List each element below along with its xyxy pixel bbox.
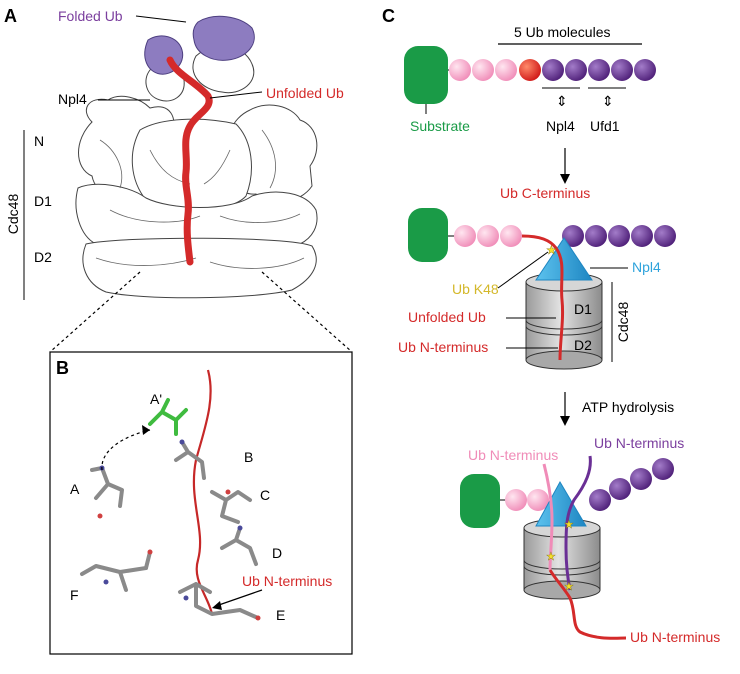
zoom-line-right <box>261 271 353 353</box>
unfolded-ub-mid-label: Unfolded Ub <box>408 309 486 325</box>
ub-chain-bottom-purple <box>589 458 674 511</box>
flip-arrow-head <box>142 425 150 435</box>
folded-ub-leader <box>135 15 187 23</box>
residue-b-label: B <box>244 449 253 465</box>
domain-d2-label: D2 <box>34 249 52 265</box>
ub-c-terminus-label: Ub C-terminus <box>500 185 590 201</box>
ub-n-terminus-bottom-label: Ub N-terminus <box>630 629 720 645</box>
unfolded-ub-mid <box>521 234 565 361</box>
residue-a-prime-label: A' <box>150 391 162 407</box>
k48-star-mid: ★ <box>546 243 557 257</box>
domain-n-label: N <box>34 133 44 149</box>
cdc48-cylinder-mid <box>525 272 603 370</box>
svg-text:★: ★ <box>546 550 556 563</box>
residue-f-label: F <box>70 587 79 603</box>
domain-d1-label: D1 <box>34 193 52 209</box>
cdc48-mid-label: Cdc48 <box>615 302 631 343</box>
ub-chain-bottom-pink <box>505 489 549 511</box>
residue-atoms-red <box>97 489 261 621</box>
npl4-top-label: Npl4 <box>546 118 575 134</box>
cdc48-d2-label: D2 <box>574 337 592 353</box>
substrate-top <box>404 46 448 104</box>
npl4-label: Npl4 <box>58 91 87 107</box>
ub-n-terminus-label-b: Ub N-terminus <box>242 573 332 589</box>
ub-n-terminus-mid-label: Ub N-terminus <box>398 339 488 355</box>
panel-a-letter: A <box>4 6 17 26</box>
panel-c-letter: C <box>382 6 395 26</box>
ub-n-terminus-arrow-head <box>212 601 222 610</box>
residue-a-label: A <box>70 481 80 497</box>
panel-b: B A' A B C D E F U <box>49 351 353 655</box>
panel-b-frame <box>49 351 353 655</box>
residue-d-label: D <box>272 545 282 561</box>
residue-a-prime <box>148 398 188 436</box>
ub-backbone <box>192 369 214 615</box>
ub-k48-label: Ub K48 <box>452 281 499 297</box>
purple-thread <box>564 455 592 591</box>
atp-hydrolysis-label: ATP hydrolysis <box>582 399 674 415</box>
unfolded-ub-label: Unfolded Ub <box>266 85 344 101</box>
substrate-mid <box>408 208 448 262</box>
panel-c: C 5 Ub molecules Substrate ⇕ ⇕ Npl4 Ufd1 <box>382 6 720 645</box>
panel-b-letter: B <box>56 358 69 378</box>
ufd1-double-arrow: ⇕ <box>602 94 614 110</box>
residue-e-label: E <box>276 607 285 623</box>
ub-n-terminus-arrow <box>215 589 263 607</box>
panel-a: A Fol <box>4 6 353 353</box>
ufd1-label: Ufd1 <box>590 118 620 134</box>
ub-n-terminus-pink-label: Ub N-terminus <box>468 447 558 463</box>
residue-c-label: C <box>260 487 270 503</box>
npl4-mid-label: Npl4 <box>632 259 661 275</box>
substrate-bottom <box>460 474 500 528</box>
ub-n-terminus-purple-label: Ub N-terminus <box>594 435 684 451</box>
folded-ub-label: Folded Ub <box>58 8 123 24</box>
five-ub-label: 5 Ub molecules <box>514 24 611 40</box>
pink-thread <box>542 463 554 571</box>
residue-atoms-blue <box>99 439 243 601</box>
red-thread-bottom <box>548 569 627 640</box>
step-arrow-1-head <box>560 174 570 184</box>
unfolded-ub-leader <box>209 91 263 99</box>
step-arrow-2-head <box>560 416 570 426</box>
svg-text:★: ★ <box>564 580 574 593</box>
substrate-label: Substrate <box>410 118 470 134</box>
npl4-triangle-mid <box>535 237 593 281</box>
zoom-line-left <box>49 271 141 353</box>
ub-chain-top <box>449 59 656 81</box>
unfolded-ub-thread <box>166 56 213 266</box>
ub-k48-leader <box>497 251 549 289</box>
npl4-double-arrow: ⇕ <box>556 94 568 110</box>
ub-chain-mid <box>454 225 676 247</box>
cdc48-vertical-label: Cdc48 <box>5 194 21 235</box>
k48-stars-bottom: ★ ★ ★ <box>546 518 574 593</box>
svg-text:★: ★ <box>564 518 574 531</box>
cdc48-d1-label: D1 <box>574 301 592 317</box>
cdc48-cylinder-bottom <box>523 518 601 600</box>
